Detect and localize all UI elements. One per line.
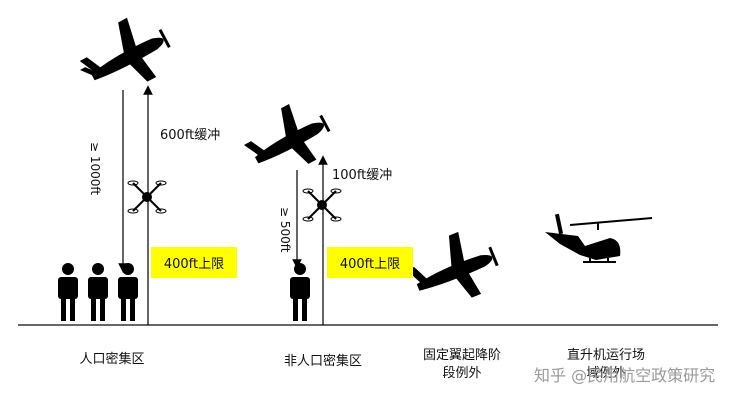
category-helicopter: 直升机运行场 域例外 <box>556 347 656 383</box>
sparse-limit-label: 400ft上限 <box>327 247 413 278</box>
dense-buffer-label: 600ft缓冲 <box>160 128 221 143</box>
person-icon <box>58 263 78 321</box>
sparse-vertical-separation-label: ≥ 500ft <box>278 207 292 253</box>
category-sparse: 非人口密集区 <box>283 354 362 369</box>
dense-limit-label: 400ft上限 <box>151 247 237 278</box>
airplane-icon <box>406 231 499 298</box>
category-fixed-wing: 固定翼起降阶 段例外 <box>412 347 512 383</box>
watermark: 知乎 @民用航空政策研究 <box>534 366 716 385</box>
person-icon <box>88 263 108 321</box>
category-fixed-wing-line2: 段例外 <box>442 366 482 381</box>
sparse-buffer-label: 100ft缓冲 <box>332 168 393 183</box>
category-helicopter-line1: 直升机运行场 <box>566 348 645 363</box>
airplane-icon <box>79 17 171 82</box>
dense-vertical-separation-label: ≥ 1000ft <box>88 142 102 196</box>
drone-icon <box>302 188 342 222</box>
category-fixed-wing-line1: 固定翼起降阶 <box>422 348 501 363</box>
person-icon <box>290 263 310 321</box>
helicopter-icon <box>545 213 653 263</box>
person-icon <box>118 263 138 321</box>
category-dense: 人口密集区 <box>79 352 145 367</box>
airplane-icon <box>243 103 331 164</box>
category-helicopter-line2: 域例外 <box>586 366 626 381</box>
drone-icon <box>127 180 167 214</box>
